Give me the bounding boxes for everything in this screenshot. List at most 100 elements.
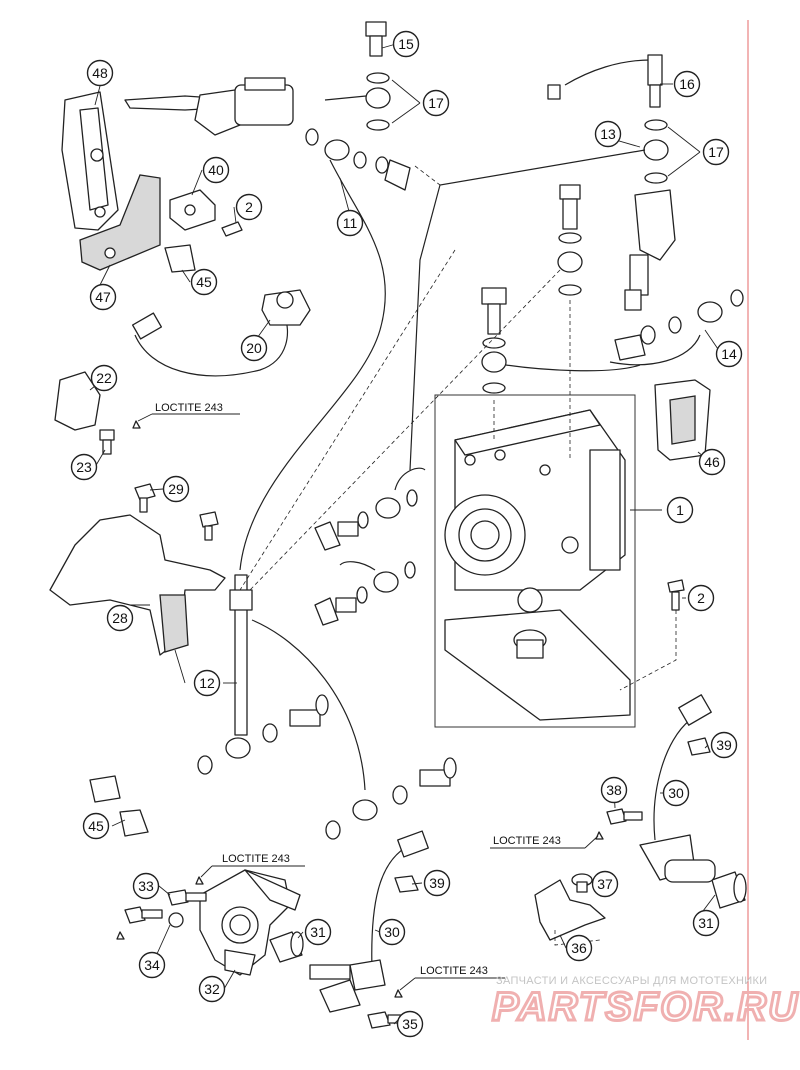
callout-46[interactable]: 46 [698,448,726,476]
callout-23[interactable]: 23 [70,453,98,481]
callout-label: 36 [571,940,587,956]
sensor-cable-20 [131,289,311,377]
banjo-bolt-left [481,287,641,394]
callout-15[interactable]: 15 [392,30,420,58]
callout-2b[interactable]: 2 [687,584,715,612]
loctite-text: LOCTITE 243 [222,853,290,865]
rubber-cover-46 [654,379,711,461]
loctite-text: LOCTITE 243 [155,402,223,414]
callout-label: 47 [95,289,111,305]
loctite-drops [116,420,604,998]
loctite-text: LOCTITE 243 [420,965,488,977]
callout-17[interactable]: 17 [422,89,450,117]
callout-13[interactable]: 13 [594,120,622,148]
sleeve-31-right [711,871,747,909]
sleeve-31-left [269,931,304,963]
callout-label: 33 [138,878,154,894]
callout-label: 16 [679,76,695,92]
callout-17b[interactable]: 17 [702,138,730,166]
callout-label: 11 [343,215,358,231]
callout-label: 39 [716,737,732,753]
callout-label: 32 [204,981,220,997]
callout-47[interactable]: 47 [89,283,117,311]
callout-label: 40 [208,162,224,178]
callout-31[interactable]: 31 [304,918,332,946]
callout-label: 30 [384,924,400,940]
callout-label: 46 [704,454,720,470]
callout-label: 17 [428,95,444,111]
brake-hose-14 [609,289,744,366]
callout-label: 14 [721,346,737,362]
callout-label: 31 [310,924,326,940]
bolt-29 [134,483,219,541]
watermark-logo: PARTSFOR.RU [492,985,799,1029]
bracket-36 [534,879,606,941]
callout-20[interactable]: 20 [240,334,268,362]
callout-1[interactable]: 1 [666,496,694,524]
callout-label: 20 [246,340,262,356]
callout-2[interactable]: 2 [235,193,263,221]
rear-master-cylinder [624,189,676,311]
screw-33 [167,889,207,906]
brake-hose-12 [197,574,457,840]
callout-label: 37 [597,876,613,892]
callout-30b[interactable]: 30 [378,918,406,946]
callout-39b[interactable]: 39 [423,869,451,897]
callout-label: 45 [88,818,104,834]
callout-40[interactable]: 40 [202,156,230,184]
callout-45b[interactable]: 45 [82,812,110,840]
callout-32[interactable]: 32 [198,975,226,1003]
callout-35[interactable]: 35 [396,1010,424,1038]
callout-28[interactable]: 28 [106,604,134,632]
callout-22[interactable]: 22 [90,364,118,392]
bolt-23 [99,429,115,455]
brake-hose-13 [409,149,646,471]
callout-45[interactable]: 45 [190,268,218,296]
callout-12[interactable]: 12 [193,669,221,697]
clip-45-bottom [89,775,149,837]
callout-label: 28 [112,610,128,626]
callout-label: 48 [92,65,108,81]
callout-33[interactable]: 33 [132,872,160,900]
clip-39-right [687,737,711,756]
callout-14[interactable]: 14 [715,340,743,368]
callout-label: 38 [606,782,622,798]
pressure-switch-16 [547,54,669,184]
loctite-text: LOCTITE 243 [493,835,561,847]
callout-34[interactable]: 34 [138,951,166,979]
mount-bracket-28 [49,514,226,656]
abs-unit-frame [434,394,636,728]
callout-label: 34 [144,957,160,973]
banjo-bolt-center [557,184,583,296]
screw-2-right [667,579,685,611]
callout-label: 22 [96,370,112,386]
pedal-bracket [79,174,161,271]
callout-label: 1 [676,502,684,518]
callout-29[interactable]: 29 [162,475,190,503]
clamp [169,189,216,231]
callout-30[interactable]: 30 [662,779,690,807]
banjo-bolt-abs-lower [314,561,416,626]
callout-38[interactable]: 38 [600,776,628,804]
loctite-label-4: LOCTITE 243 [399,965,505,991]
screw-38 [606,808,643,825]
callout-label: 13 [600,126,616,142]
callout-label: 23 [76,459,92,475]
callout-37[interactable]: 37 [591,870,619,898]
callout-16[interactable]: 16 [673,70,701,98]
callout-39[interactable]: 39 [710,731,738,759]
callout-36[interactable]: 36 [565,934,593,962]
callout-label: 30 [668,785,684,801]
banjo-bolt-15 [324,21,391,131]
clip-39-left [394,875,419,893]
callout-48[interactable]: 48 [86,59,114,87]
loctite-label-1: LOCTITE 243 [137,402,240,422]
bracket-22 [54,371,101,431]
wheel-sensor-30-front [639,694,716,883]
callout-label: 45 [196,274,212,290]
callout-label: 39 [429,875,445,891]
callout-11[interactable]: 11 [336,209,364,237]
callout-31b[interactable]: 31 [692,909,720,937]
